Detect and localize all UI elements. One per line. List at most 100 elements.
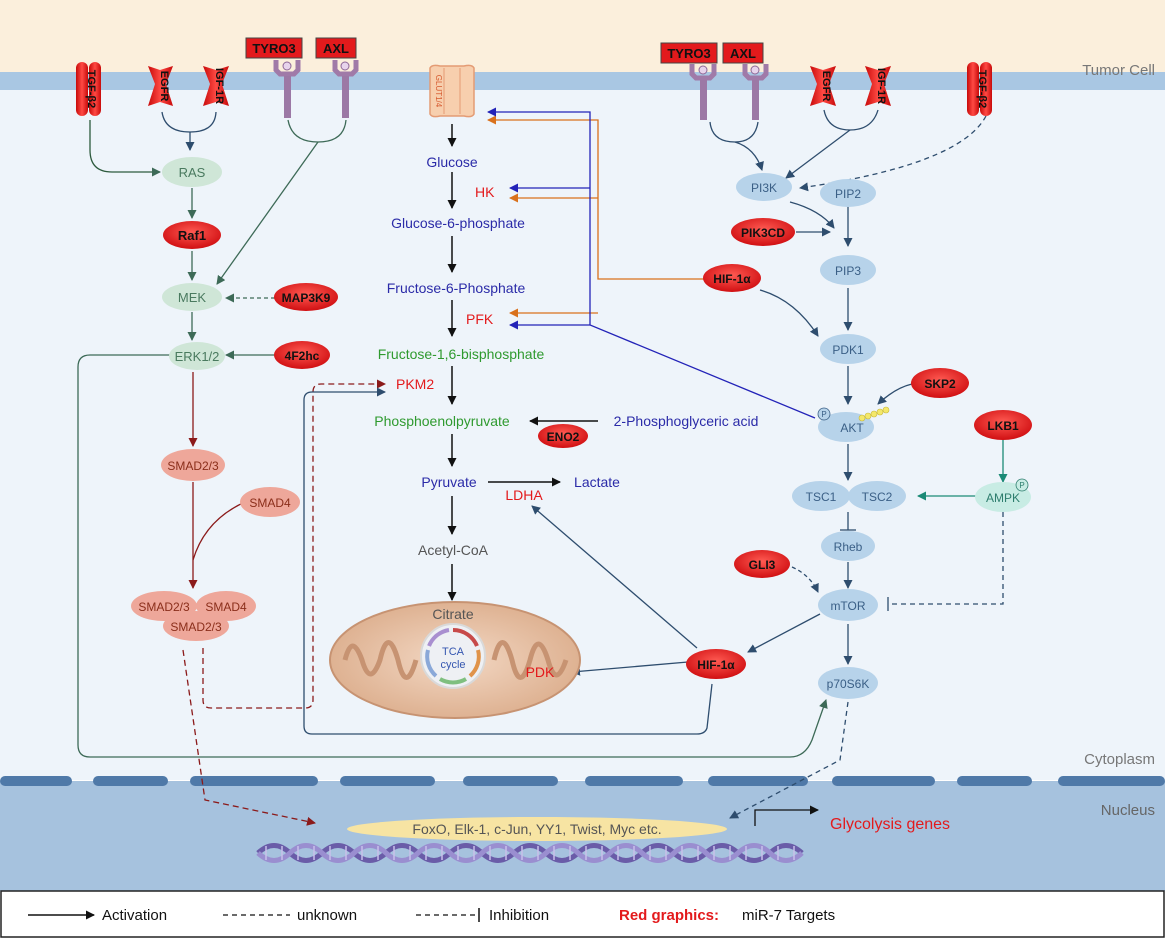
svg-text:IGF-1R: IGF-1R — [875, 68, 887, 104]
tumor-cell-label: Tumor Cell — [1082, 62, 1155, 79]
svg-text:FoxO, Elk-1, c-Jun, YY1, Twist: FoxO, Elk-1, c-Jun, YY1, Twist, Myc etc. — [412, 821, 661, 837]
svg-text:4F2hc: 4F2hc — [285, 349, 320, 363]
svg-text:Raf1: Raf1 — [178, 228, 206, 243]
node-hif1a-top: HIF-1α — [703, 264, 761, 292]
edge-smad4-join — [192, 501, 246, 561]
node-hif1a-bottom: HIF-1α — [686, 649, 746, 679]
edge-tgfb2-pi3k — [799, 115, 987, 192]
node-gli3: GLI3 — [734, 550, 790, 578]
edge-smad-nucleus — [182, 649, 316, 826]
egfr-receptor-left: EGFR — [148, 66, 173, 106]
edge-gli3-mtor — [791, 566, 819, 593]
svg-text:ENO2: ENO2 — [547, 430, 580, 444]
cytoplasm-label: Cytoplasm — [1084, 751, 1155, 768]
node-pyruvate: Pyruvate — [421, 474, 476, 490]
edge-hif1a-pdk1 — [759, 289, 819, 337]
node-pi3k: PI3K — [736, 173, 792, 201]
svg-text:p70S6K: p70S6K — [827, 677, 870, 691]
node-pdk: PDK — [526, 664, 555, 680]
node-erk: ERK1/2 — [169, 342, 225, 370]
svg-text:SKP2: SKP2 — [924, 377, 956, 391]
legend-inhibition-label: Inhibition — [489, 907, 549, 924]
svg-text:HIF-1α: HIF-1α — [713, 272, 751, 286]
tyro3-receptor-right: TYRO3 — [660, 42, 718, 120]
nuclear-envelope — [0, 776, 1165, 786]
svg-text:SMAD2/3: SMAD2/3 — [138, 600, 190, 614]
svg-text:AMPK: AMPK — [986, 491, 1020, 505]
egfr-receptor-right: EGFR — [810, 66, 836, 106]
svg-text:TSC2: TSC2 — [862, 490, 893, 504]
edge-ampk-mtor-inhibit — [888, 512, 1004, 605]
edge-pi3k-pip3 — [789, 201, 835, 229]
svg-text:PDK1: PDK1 — [832, 343, 864, 357]
edge-skp2-akt — [877, 383, 913, 405]
svg-text:TGF-β2: TGF-β2 — [85, 70, 97, 109]
svg-text:SMAD2/3: SMAD2/3 — [167, 459, 219, 473]
svg-text:AXL: AXL — [730, 46, 756, 61]
svg-text:mTOR: mTOR — [830, 599, 865, 613]
svg-text:PIK3CD: PIK3CD — [741, 226, 785, 240]
node-raf1: Raf1 — [163, 221, 221, 249]
node-pfk: PFK — [466, 311, 494, 327]
tgfb2-receptor-right: TGF-β2 — [967, 62, 992, 116]
igf1r-receptor-right: IGF-1R — [865, 66, 891, 106]
edge-smad-pkm2 — [202, 379, 386, 709]
node-glucose: Glucose — [426, 154, 478, 170]
node-hk: HK — [475, 184, 495, 200]
node-smad23: SMAD2/3 — [161, 449, 225, 481]
node-ampk: AMPK P — [975, 478, 1031, 512]
node-pdk1: PDK1 — [820, 334, 876, 364]
svg-text:Rheb: Rheb — [834, 540, 863, 554]
tgfb2-receptor-left: TGF-β2 — [76, 62, 101, 116]
edge-akt-glut — [487, 107, 816, 419]
node-smad-complex: SMAD2/3 SMAD4 SMAD2/3 — [131, 591, 256, 641]
edge-tam-pi3k — [734, 141, 764, 171]
glycolysis-genes-label: Glycolysis genes — [830, 816, 950, 833]
node-lkb1: LKB1 — [974, 410, 1032, 440]
svg-text:GLI3: GLI3 — [749, 558, 776, 572]
svg-text:HIF-1α: HIF-1α — [697, 658, 735, 672]
node-mek: MEK — [162, 283, 222, 311]
svg-text:SMAD4: SMAD4 — [205, 600, 247, 614]
edge-tam-mek — [216, 141, 319, 285]
node-acetylcoa: Acetyl-CoA — [418, 542, 489, 558]
node-ldha: LDHA — [505, 487, 543, 503]
edge-tf-genes — [754, 805, 819, 826]
svg-text:TGF-β2: TGF-β2 — [976, 70, 988, 109]
transcription-factors: FoxO, Elk-1, c-Jun, YY1, Twist, Myc etc. — [347, 817, 727, 841]
node-pep: Phosphoenolpyruvate — [374, 413, 510, 429]
node-skp2: SKP2 — [911, 368, 969, 398]
svg-text:P: P — [1019, 481, 1024, 490]
node-ras: RAS — [162, 157, 222, 187]
node-f6p: Fructose-6-Phosphate — [387, 280, 526, 296]
svg-text:PIP2: PIP2 — [835, 187, 861, 201]
node-2pga: 2-Phosphoglyceric acid — [614, 413, 759, 429]
node-smad4: SMAD4 — [240, 487, 300, 517]
axl-receptor-left: AXL — [315, 37, 359, 118]
edge-egfr-pi3k — [785, 129, 851, 179]
edge-hif1a-ldha — [531, 505, 698, 649]
legend-activation-label: Activation — [102, 907, 167, 924]
node-pik3cd: PIK3CD — [731, 218, 795, 246]
node-eno2: ENO2 — [538, 424, 588, 448]
nucleus-label: Nucleus — [1101, 802, 1155, 819]
node-rheb: Rheb — [821, 531, 875, 561]
node-pip3: PIP3 — [820, 255, 876, 285]
glut-transporter: GLUT1/4 — [429, 64, 475, 118]
edge-hif1a-pkm2 — [303, 387, 713, 735]
node-g6p: Glucose-6-phosphate — [391, 215, 525, 231]
axl-receptor-right: AXL — [722, 42, 769, 120]
svg-text:TSC1: TSC1 — [806, 490, 837, 504]
node-map3k9: MAP3K9 — [274, 283, 338, 311]
node-pkm2: PKM2 — [396, 376, 434, 392]
svg-text:TYRO3: TYRO3 — [667, 46, 710, 61]
edge-p70s6k-nucleus — [729, 701, 849, 819]
svg-text:RAS: RAS — [179, 165, 206, 180]
dna-helix — [256, 843, 804, 863]
svg-text:MAP3K9: MAP3K9 — [282, 291, 331, 305]
edge-erk-p70s6k — [77, 354, 828, 758]
svg-text:SMAD2/3: SMAD2/3 — [170, 620, 222, 634]
svg-text:TYRO3: TYRO3 — [252, 41, 295, 56]
svg-text:EGFR: EGFR — [158, 71, 170, 102]
